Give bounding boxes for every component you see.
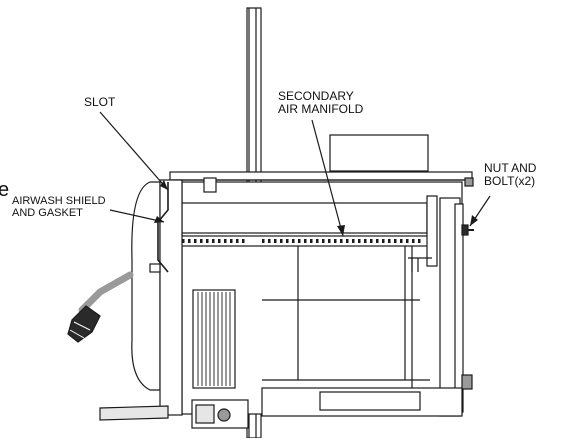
door-frame: [159, 179, 183, 416]
label-secondary-air-manifold-line-2: AIR MANIFOLD: [278, 101, 364, 116]
label-slot: SLOT: [84, 95, 116, 109]
label-nut-and-bolt-line-2: BOLT(x2): [484, 173, 536, 188]
label-secondary-air-manifold: SECONDARY AIR MANIFOLD: [278, 90, 363, 115]
label-nut-and-bolt-line-1: NUT AND: [484, 161, 537, 175]
label-airwash-shield-line-2: AND GASKET: [12, 206, 83, 219]
grate-ribs: [197, 292, 231, 386]
label-airwash-shield: AIRWASH SHIELD AND GASKET: [12, 195, 106, 219]
baffle-plate: [181, 202, 428, 234]
arrow-slot: [160, 180, 168, 190]
base-right-foot: [461, 374, 473, 390]
slot-bracket: [203, 177, 217, 193]
arrow-manifold: [337, 225, 345, 236]
arrow-airwash: [154, 216, 164, 223]
arrow-nut-bolt: [470, 215, 478, 226]
manifold-air-holes: [182, 239, 421, 243]
label-airwash-shield-line-1: AIRWASH SHIELD: [12, 195, 106, 207]
door-handle: [67, 271, 134, 343]
ash-pan-tray: [99, 405, 169, 421]
manifold-end-bracket: [426, 195, 438, 267]
door-panel: [131, 181, 161, 391]
top-box: [329, 134, 429, 172]
callout-leaders: [99, 111, 491, 237]
top-right-bolt: [464, 177, 474, 187]
label-secondary-air-manifold-line-1: SECONDARY: [278, 89, 354, 103]
nut-and-bolt: [461, 224, 474, 236]
label-fragment: e: [0, 179, 10, 201]
label-nut-and-bolt: NUT AND BOLT(x2): [484, 162, 536, 187]
